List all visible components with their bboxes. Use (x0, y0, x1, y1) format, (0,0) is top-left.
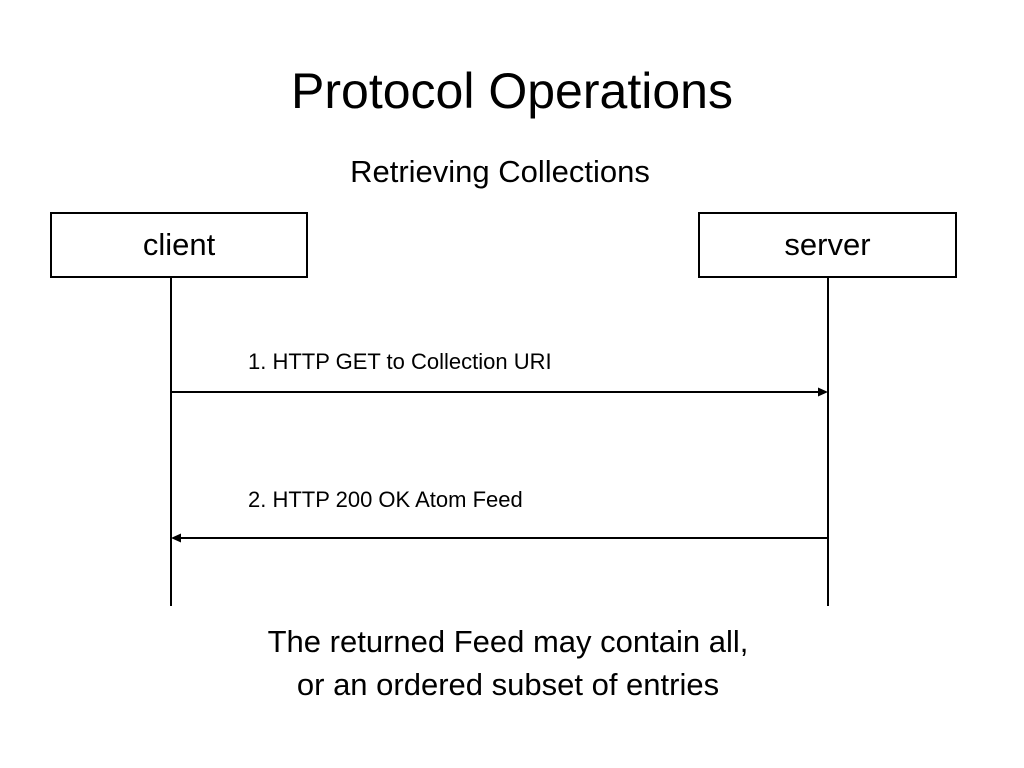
diagram-subtitle: Retrieving Collections (350, 154, 650, 189)
client-actor-label: client (142, 227, 216, 262)
footnote-line-1: The returned Feed may contain all, (267, 624, 749, 659)
server-actor-label: server (784, 227, 871, 262)
server-actor-box: server (698, 212, 957, 278)
footnote-line-2: or an ordered subset of entries (296, 667, 720, 702)
response-message-label: 2. HTTP 200 OK Atom Feed (248, 487, 523, 512)
request-message-label: 1. HTTP GET to Collection URI (248, 349, 552, 374)
response-arrow (171, 533, 828, 543)
client-actor-box: client (50, 212, 308, 278)
request-arrow (171, 387, 828, 397)
footnote: The returned Feed may contain all, or an… (0, 620, 1016, 706)
server-lifeline (827, 278, 829, 606)
client-lifeline (170, 278, 172, 606)
slide-title: Protocol Operations (291, 63, 733, 119)
